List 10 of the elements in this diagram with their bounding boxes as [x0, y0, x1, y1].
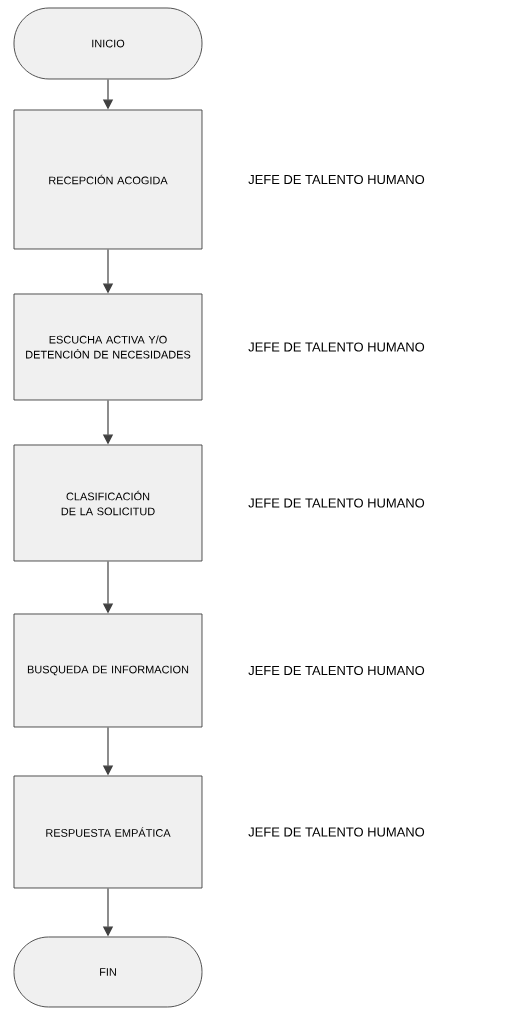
role-label: JEFE DE TALENTO HUMANO: [248, 665, 425, 676]
process-box: CLASIFICACIÓN DE LA SOLICITUD: [13, 444, 203, 562]
process-box: ESCUCHA ACTIVA Y/O DETENCIÓN DE NECESIDADES: [13, 293, 203, 401]
process-box: RESPUESTA EMPÁTICA: [13, 775, 203, 889]
role-label: JEFE DE TALENTO HUMANO: [248, 342, 425, 352]
role-label: JEFE DE TALENTO HUMANO: [248, 827, 425, 837]
process-box: BUSQUEDA DE INFORMACION: [13, 613, 203, 728]
role-label: JEFE DE TALENTO HUMANO: [248, 174, 425, 185]
process-box: RECEPCIÓN ACOGIDA: [13, 109, 203, 250]
role-label: JEFE DE TALENTO HUMANO: [248, 498, 425, 508]
